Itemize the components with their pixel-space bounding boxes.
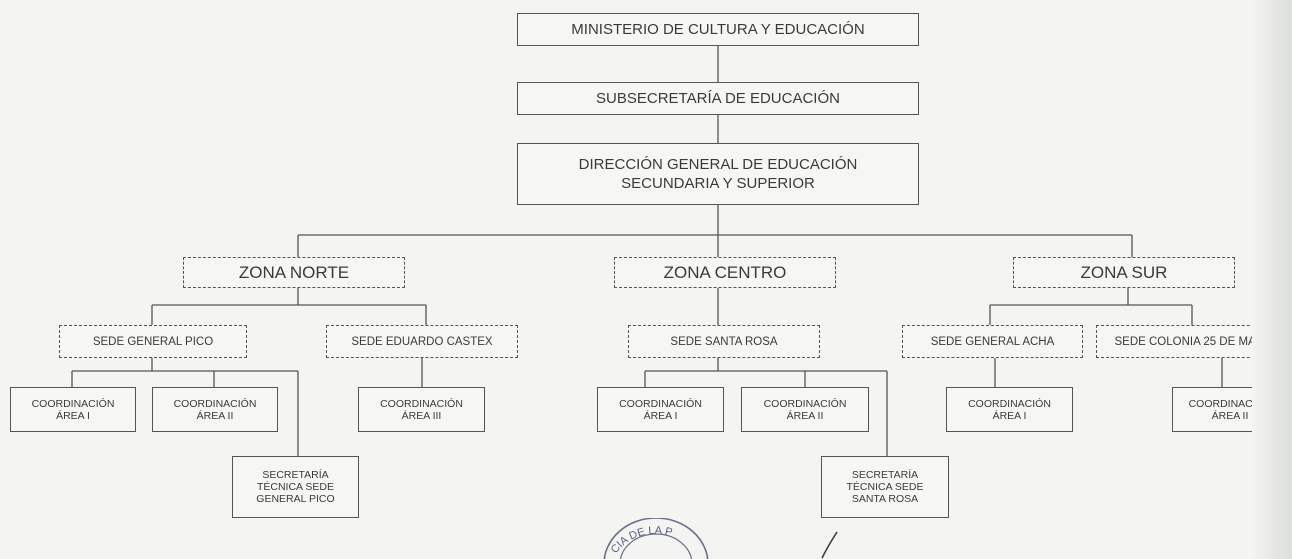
node-sede-general-pico-label: SEDE GENERAL PICO — [92, 335, 214, 348]
node-sede-general-acha-label: SEDE GENERAL ACHA — [930, 335, 1055, 348]
node-zona-sur: ZONA SUR — [1013, 257, 1235, 288]
node-norte-coordinacion-area-1: COORDINACIÓN ÁREA I — [10, 387, 136, 432]
seal-text: CIA DE LA P — [609, 525, 674, 556]
node-zona-norte: ZONA NORTE — [183, 257, 405, 288]
svg-text:CIA DE LA P: CIA DE LA P — [609, 525, 674, 556]
node-zona-norte-label: ZONA NORTE — [238, 262, 350, 282]
node-zona-sur-label: ZONA SUR — [1080, 262, 1168, 282]
node-direccion-general: DIRECCIÓN GENERAL DE EDUCACIÓN SECUNDARI… — [517, 143, 919, 205]
node-centro-coordinacion-area-2: COORDINACIÓN ÁREA II — [741, 387, 869, 432]
node-sede-santa-rosa: SEDE SANTA ROSA — [628, 325, 820, 358]
node-sede-general-pico: SEDE GENERAL PICO — [59, 325, 247, 358]
node-castex-coord-3-line-1: COORDINACIÓN — [380, 397, 463, 410]
node-centro-secretaria-line-1: SECRETARÍA — [851, 469, 919, 481]
node-norte-coord-1-line-2: ÁREA I — [56, 409, 90, 422]
node-secretaria-tecnica-santa-rosa: SECRETARÍA TÉCNICA SEDE SANTA ROSA — [821, 456, 949, 518]
node-centro-secretaria-line-3: SANTA ROSA — [851, 493, 919, 505]
node-zona-centro-label: ZONA CENTRO — [663, 262, 787, 282]
node-norte-secretaria-line-1: SECRETARÍA — [262, 469, 329, 481]
node-centro-coord-1-line-2: ÁREA I — [643, 409, 678, 422]
node-centro-coord-1-line-1: COORDINACIÓN — [619, 397, 702, 410]
node-subsecretaria-label: SUBSECRETARÍA DE EDUCACIÓN — [596, 90, 840, 107]
node-acha-coordinacion-area-1: COORDINACIÓN ÁREA I — [946, 387, 1073, 432]
node-norte-secretaria-line-2: TÉCNICA SEDE — [256, 481, 334, 493]
node-direccion-line-1: DIRECCIÓN GENERAL DE EDUCACIÓN — [578, 156, 858, 173]
node-acha-coord-1-line-2: ÁREA I — [992, 409, 1027, 422]
node-centro-coordinacion-area-1: COORDINACIÓN ÁREA I — [597, 387, 724, 432]
node-subsecretaria: SUBSECRETARÍA DE EDUCACIÓN — [517, 82, 919, 115]
node-norte-coord-2-line-1: COORDINACIÓN — [173, 397, 257, 410]
node-centro-secretaria-line-2: TÉCNICA SEDE — [846, 481, 924, 493]
node-colonia-coord-2-line-2: ÁREA II — [1211, 409, 1249, 422]
node-castex-coordinacion-area-3: COORDINACIÓN ÁREA III — [358, 387, 485, 432]
node-zona-centro: ZONA CENTRO — [614, 257, 836, 288]
node-ministerio: MINISTERIO DE CULTURA Y EDUCACIÓN — [517, 13, 919, 46]
node-acha-coord-1-line-1: COORDINACIÓN — [968, 397, 1051, 410]
node-norte-coord-1-line-1: COORDINACIÓN — [31, 397, 115, 410]
node-norte-coord-2-line-2: ÁREA II — [196, 409, 234, 422]
node-centro-coord-2-line-1: COORDINACIÓN — [763, 397, 847, 410]
node-direccion-line-2: SECUNDARIA Y SUPERIOR — [621, 175, 815, 192]
node-sede-general-acha: SEDE GENERAL ACHA — [902, 325, 1083, 358]
page-edge-shadow — [1252, 0, 1292, 559]
seal-stamp: CIA DE LA P — [603, 518, 709, 559]
node-secretaria-tecnica-general-pico: SECRETARÍA TÉCNICA SEDE GENERAL PICO — [232, 456, 359, 518]
node-colonia-coord-2-line-1: COORDINACIÓN — [1188, 397, 1272, 410]
node-sede-eduardo-castex-label: SEDE EDUARDO CASTEX — [351, 335, 493, 348]
node-sede-santa-rosa-label: SEDE SANTA ROSA — [670, 335, 778, 348]
node-norte-coordinacion-area-2: COORDINACIÓN ÁREA II — [152, 387, 278, 432]
node-sede-eduardo-castex: SEDE EDUARDO CASTEX — [326, 325, 518, 358]
node-castex-coord-3-line-2: ÁREA III — [401, 409, 442, 422]
signature-stroke — [821, 531, 838, 559]
node-norte-secretaria-line-3: GENERAL PICO — [256, 493, 335, 505]
node-ministerio-label: MINISTERIO DE CULTURA Y EDUCACIÓN — [571, 21, 865, 38]
node-sede-colonia-25-de-mayo-label: SEDE COLONIA 25 DE MAYO — [1114, 335, 1272, 348]
node-centro-coord-2-line-2: ÁREA II — [786, 409, 824, 422]
